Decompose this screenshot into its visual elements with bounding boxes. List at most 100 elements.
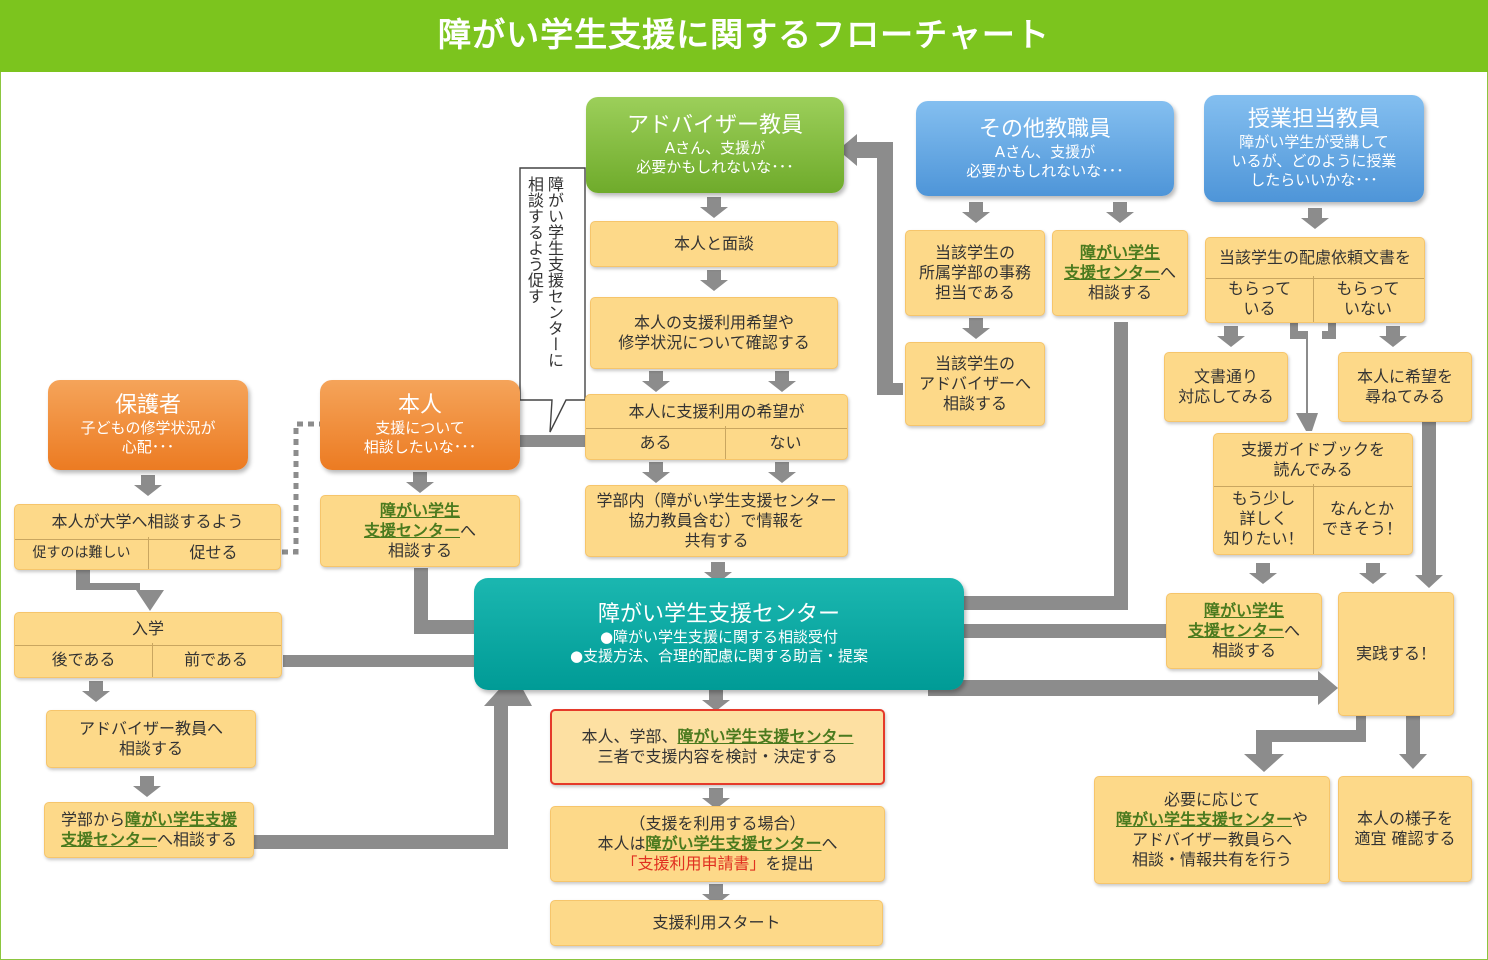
decision-enroll: 入学 後である 前である — [14, 612, 282, 678]
step-share: 学部内（障がい学生支援センター 協力教員含む）で情報を 共有する — [585, 485, 848, 557]
arrow-down — [1301, 208, 1329, 229]
decision-document: 当該学生の配慮依頼文書を もらって いる もらって いない — [1205, 237, 1425, 323]
decision-enroll-after: 後である — [15, 643, 153, 677]
arrow-down — [82, 681, 110, 702]
decision-hope-yes: ある — [586, 426, 726, 459]
step-staff-to-adviser: 当該学生の アドバイザーへ 相談する — [905, 342, 1045, 426]
center-link: 支援センター — [1063, 263, 1160, 282]
decision-enroll-before: 前である — [184, 650, 248, 669]
step-share-line2: 協力教員含む）で情報を — [628, 511, 805, 530]
arrow-down — [134, 475, 162, 496]
step-follow-document: 文書通り 対応してみる — [1164, 352, 1288, 422]
step-ask-student: 本人に希望を 尋ねてみる — [1338, 352, 1472, 422]
callout-line-2: 相談するよう促す — [525, 176, 544, 304]
decision-hope-no: ない — [769, 432, 802, 452]
actor-adviser: アドバイザー教員 Aさん、支援が 必要かもしれないな･･･ — [586, 97, 844, 193]
step-staff-office: 当該学生の 所属学部の事務 担当である — [905, 230, 1045, 316]
decision-enroll-question: 入学 — [15, 613, 281, 646]
arrow-practice-to-watch — [1399, 714, 1427, 769]
decision-encourage-hard: 促すのは難しい — [15, 537, 149, 569]
center-link: 障がい学生支援センター — [1115, 810, 1292, 829]
arrow-faculty-to-center — [248, 673, 532, 849]
step-interview-text: 本人と面談 — [673, 234, 754, 253]
decision-guidebook-more: もう少し 詳しく 知りたい！ — [1214, 484, 1314, 554]
decision-encourage-question: 本人が大学へ相談するよう — [15, 505, 280, 540]
arrow-down — [702, 788, 730, 809]
actor-lecturer-line3: したらいいかな･･･ — [1250, 171, 1378, 189]
step-share-line1: 学部内（障がい学生支援センター — [596, 491, 837, 510]
arrow-down — [700, 197, 728, 218]
center-link: 障がい学生支援センター — [677, 727, 854, 746]
step-lecturer-consult: 障がい学生 支援センターへ 相談する — [1166, 593, 1322, 669]
center-link: 支援センター — [363, 521, 460, 540]
center-link: 障がい学生 — [1079, 243, 1160, 262]
arrow-enroll-to-center — [283, 646, 498, 676]
arrow-down — [406, 472, 434, 493]
center-link: 障がい学生 — [379, 501, 460, 520]
arrow-down — [700, 270, 728, 291]
decision-encourage-ok: 促せる — [189, 543, 238, 562]
arrow-down — [1106, 202, 1134, 223]
decision-hope: 本人に支援利用の希望が ある ない — [585, 394, 848, 460]
arrow-down — [1379, 326, 1407, 347]
step-interview: 本人と面談 — [590, 221, 838, 267]
step-student-consult: 障がい学生 支援センターへ 相談する — [320, 495, 520, 567]
arrow-down — [768, 371, 796, 392]
arrow-dotted-guardian-to-student — [282, 421, 320, 555]
arrow-down — [702, 690, 730, 711]
step-faculty-consult: 学部から障がい学生支援 支援センターへ相談する — [44, 802, 254, 858]
arrow-bent — [76, 569, 164, 611]
center-title: 障がい学生支援センター — [597, 602, 840, 627]
decision-document-no: もらって いない — [1336, 279, 1400, 318]
arrow-down — [1359, 563, 1387, 584]
arrow-down — [962, 202, 990, 223]
arrow-practice-to-needed — [1244, 714, 1366, 772]
actor-support-center: 障がい学生支援センター ●障がい学生支援に関する相談受付 ●支援方法、合理的配慮… — [474, 578, 964, 690]
callout-bubble — [519, 167, 586, 433]
actor-student-line1: 支援について — [375, 419, 465, 437]
step-share-line3: 共有する — [684, 531, 749, 550]
decision-guidebook-ok: なんとか できそう！ — [1321, 499, 1402, 538]
arrow-down — [704, 562, 732, 583]
actor-lecturer-line2: いるが、どのように授業 — [1231, 152, 1397, 170]
arrow-down — [768, 462, 796, 483]
decision-document-yes: もらって いる — [1206, 276, 1314, 322]
actor-student: 本人 支援について 相談したいな･･･ — [320, 380, 520, 470]
center-line2: ●支援方法、合理的配慮に関する助言・提案 — [569, 647, 869, 665]
arrow-lecturer-to-center — [914, 615, 1166, 647]
arrow-to-guidebook — [1290, 314, 1318, 431]
step-confirm-line2: 修学状況について確認する — [618, 333, 810, 352]
actor-lecturer: 授業担当教員 障がい学生が受講して いるが、どのように授業 したらいいかな･･･ — [1204, 95, 1424, 202]
actor-other-staff-title: その他教職員 — [978, 116, 1111, 142]
callout-line-1: 障がい学生支援センターに — [545, 176, 564, 368]
step-apply: （支援を利用する場合） 本人は障がい学生支援センターへ 「支援利用申請書」を提出 — [550, 806, 885, 882]
arrow-down — [133, 776, 161, 797]
arrow-center-to-practice — [928, 671, 1338, 705]
arrow-down — [962, 318, 990, 339]
step-start: 支援利用スタート — [550, 900, 883, 946]
actor-guardian-line1: 子どもの修学状況が — [80, 419, 216, 437]
arrow-down — [1217, 326, 1245, 347]
actor-lecturer-line1: 障がい学生が受講して — [1239, 133, 1389, 151]
center-link: 障がい学生支援 — [125, 810, 238, 829]
actor-adviser-line1: Aさん、支援が — [664, 139, 766, 157]
actor-student-title: 本人 — [397, 393, 442, 418]
center-link: 障がい学生 — [1203, 601, 1284, 620]
actor-adviser-title: アドバイザー教員 — [626, 113, 803, 138]
center-link: 支援センター — [1187, 621, 1284, 640]
arrow-ask-to-practice — [1415, 408, 1443, 588]
arrow-to-adviser — [838, 134, 903, 395]
arrow-down — [702, 884, 730, 905]
actor-guardian-title: 保護者 — [114, 393, 181, 418]
center-link: 障がい学生支援センター — [645, 834, 822, 853]
actor-student-line2: 相談したいな･･･ — [363, 438, 477, 456]
decision-guidebook-question: 支援ガイドブックを 読んでみる — [1214, 434, 1412, 487]
page-title: 障がい学生支援に関するフローチャート — [0, 0, 1488, 72]
step-staff-consult: 障がい学生 支援センターへ 相談する — [1052, 230, 1188, 316]
step-as-needed: 必要に応じて 障がい学生支援センターや アドバイザー教員らへ 相談・情報共有を行… — [1094, 776, 1330, 884]
step-confirm-line1: 本人の支援利用希望や — [633, 313, 794, 332]
actor-other-staff-line2: 必要かもしれないな･･･ — [966, 161, 1124, 180]
step-guardian-to-adviser: アドバイザー教員へ 相談する — [46, 710, 256, 768]
decision-guidebook: 支援ガイドブックを 読んでみる もう少し 詳しく 知りたい！ なんとか できそう… — [1213, 433, 1413, 555]
actor-guardian-line2: 心配･･･ — [121, 438, 175, 456]
